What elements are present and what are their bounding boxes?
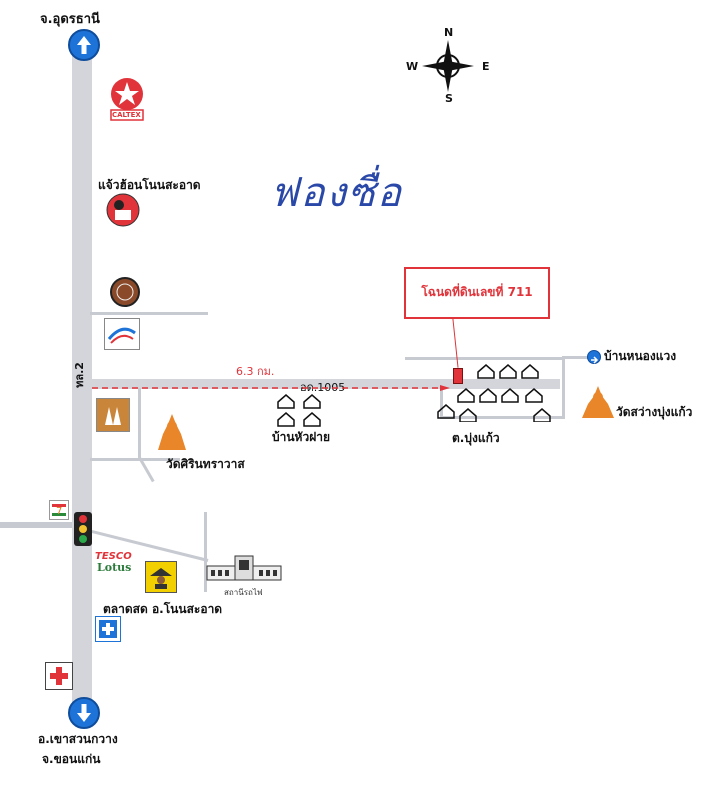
temple-east-label: วัดสว่างบุ่งแก้ว <box>616 405 693 419</box>
side-road-vertical <box>138 388 141 458</box>
village-west-houses <box>276 392 326 428</box>
tesco-line2: Lotus <box>97 561 132 574</box>
caltex-logo: CALTEX <box>108 77 146 121</box>
village-east-label: ต.บุ่งแก้ว <box>452 431 500 445</box>
compass-icon: N S W E <box>404 26 492 108</box>
east-arrow-icon <box>587 350 601 364</box>
temple-west-icon <box>154 412 190 452</box>
market-icon <box>145 561 177 593</box>
svg-text:7: 7 <box>56 506 62 517</box>
village-northeast-label: บ้านหนองแวง <box>604 349 677 363</box>
side-road-1 <box>90 458 180 461</box>
village-road-right <box>562 357 565 419</box>
south-destination-line2: จ.ขอนแก่น <box>42 752 101 766</box>
highway-label: ทล.2 <box>72 362 86 388</box>
seven-eleven-icon: 7 <box>49 500 69 520</box>
restaurant-label: แจ้วฮ้อนโนนสะอาด <box>98 178 201 192</box>
village-east-houses <box>436 362 556 423</box>
compass-w: W <box>406 60 419 73</box>
village-road-top <box>405 357 565 360</box>
road-to-ban-nong-waeng <box>562 356 592 359</box>
crossroad-west <box>0 522 72 528</box>
station-icon <box>205 552 283 584</box>
target-marker <box>453 368 463 384</box>
north-arrow-icon <box>68 29 100 61</box>
frontage-road <box>90 312 208 315</box>
temple-west-label: วัดศิรินทราวาส <box>166 457 245 471</box>
blue-logo <box>104 318 140 350</box>
caltex-label: CALTEX <box>112 111 141 119</box>
market-label: ตลาดสด อ.โนนสะอาด <box>103 602 223 616</box>
compass-s: S <box>445 92 453 105</box>
distance-label: 6.3 กม. <box>236 365 275 378</box>
village-road-left <box>440 386 443 418</box>
compass-e: E <box>482 60 490 73</box>
south-destination-line1: อ.เขาสวนกวาง <box>38 732 118 746</box>
emblem-logo <box>109 277 141 307</box>
traffic-light-icon <box>74 512 92 546</box>
target-box: โฉนดที่ดินเลขที่ 711 <box>404 267 550 319</box>
village-west-label: บ้านหัวฝาย <box>272 430 331 444</box>
hospital-icon <box>95 616 121 642</box>
handwritten-note: ฟองซื่อ <box>270 170 404 216</box>
tesco-line1: TESCO <box>95 551 132 562</box>
target-label: โฉนดที่ดินเลขที่ 711 <box>421 285 533 299</box>
restaurant-logo <box>106 193 140 227</box>
temple-east-icon <box>578 384 618 420</box>
road-1005 <box>90 379 560 389</box>
road-station-vertical <box>204 512 207 592</box>
distance-arrow <box>92 376 452 391</box>
station-label: สถานีรถไฟ <box>224 588 263 597</box>
compass-n: N <box>444 26 454 39</box>
north-destination: จ.อุดรธานี <box>40 12 100 27</box>
village-road-bottom <box>440 416 565 419</box>
south-arrow-icon <box>68 697 100 729</box>
highway-2 <box>72 45 92 715</box>
school-logo <box>96 398 130 432</box>
red-cross-icon <box>45 662 73 690</box>
